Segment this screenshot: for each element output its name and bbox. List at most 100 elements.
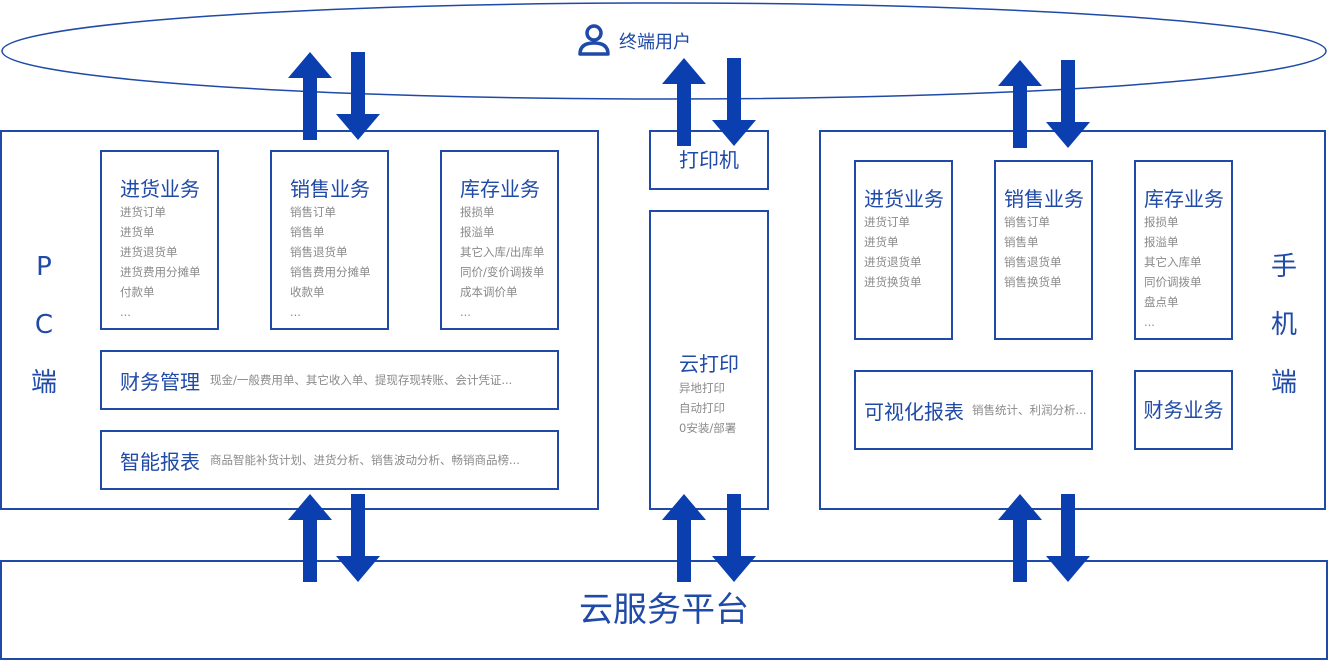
pc-side-char: P bbox=[36, 252, 52, 282]
printer-user-arrow-up bbox=[662, 58, 706, 146]
mobile-module-inventory-title: 库存业务 bbox=[1144, 187, 1224, 211]
list-item: 进货订单 bbox=[864, 215, 910, 229]
mobile-side-char: 机 bbox=[1270, 310, 1297, 340]
user-node: 终端用户 bbox=[577, 22, 691, 60]
pc-platform-arrow-down bbox=[336, 494, 380, 582]
pc-finance-box bbox=[100, 350, 559, 410]
list-item: 成本调价单 bbox=[460, 285, 518, 299]
list-item: 销售单 bbox=[290, 225, 325, 239]
pc-module-purchase-title: 进货业务 bbox=[120, 177, 200, 201]
list-item: 销售换货单 bbox=[1004, 275, 1062, 289]
list-item: 其它入库单 bbox=[1144, 255, 1202, 269]
cloud-print-title: 云打印 bbox=[679, 352, 739, 376]
list-item: 销售订单 bbox=[1004, 215, 1050, 229]
list-item: 销售订单 bbox=[290, 205, 336, 219]
mobile-module-inventory-items: 报损单 报溢单 其它入库单 同价调拨单 盘点单 ... bbox=[1144, 212, 1202, 332]
pc-module-inventory-title: 库存业务 bbox=[460, 177, 540, 201]
pc-module-purchase bbox=[100, 150, 219, 330]
mobile-module-sales bbox=[994, 160, 1093, 340]
pc-finance-desc: 现金/一般费用单、其它收入单、提现存现转账、会计凭证... bbox=[210, 373, 513, 387]
pc-finance-title: 财务管理 bbox=[120, 369, 200, 394]
pc-platform-arrow-up bbox=[288, 494, 332, 582]
mobile-side-char: 手 bbox=[1270, 252, 1297, 282]
pc-module-sales-items: 销售订单 销售单 销售退货单 销售费用分摊单 收款单 ... bbox=[290, 202, 371, 322]
mobile-finance-title: 财务业务 bbox=[1143, 398, 1224, 422]
mobile-visual-title: 可视化报表 bbox=[864, 399, 964, 424]
list-item: 进货退货单 bbox=[864, 255, 922, 269]
pc-side-char: 端 bbox=[30, 368, 57, 398]
mobile-module-sales-title: 销售业务 bbox=[1004, 187, 1084, 211]
mobile-visual-box bbox=[854, 370, 1093, 450]
list-item: 盘点单 bbox=[1144, 295, 1179, 309]
platform-box bbox=[0, 560, 1328, 660]
pc-module-sales bbox=[270, 150, 389, 330]
pc-module-inventory bbox=[440, 150, 559, 330]
mobile-module-inventory bbox=[1134, 160, 1233, 340]
list-item: ... bbox=[460, 305, 471, 319]
list-item: 报溢单 bbox=[1144, 235, 1179, 249]
cloud-print-box bbox=[649, 210, 769, 510]
list-item: 销售单 bbox=[1004, 235, 1039, 249]
platform-label: 云服务平台 bbox=[579, 590, 749, 630]
pc-report-box bbox=[100, 430, 559, 490]
pc-module-inventory-items: 报损单 报溢单 其它入库/出库单 同价/变价调拨单 成本调价单 ... bbox=[460, 202, 544, 322]
pc-user-arrow-down bbox=[336, 52, 380, 140]
list-item: 自动打印 bbox=[679, 401, 725, 415]
pc-module-sales-title: 销售业务 bbox=[290, 177, 370, 201]
user-label: 终端用户 bbox=[619, 32, 691, 53]
pc-module-purchase-items: 进货订单 进货单 进货退货单 进货费用分摊单 付款单 ... bbox=[120, 202, 201, 322]
list-item: 同价/变价调拨单 bbox=[460, 265, 545, 279]
printer-box bbox=[649, 130, 769, 190]
pc-side-label: P C 端 bbox=[24, 238, 64, 412]
list-item: 付款单 bbox=[120, 285, 155, 299]
list-item: ... bbox=[120, 305, 131, 319]
mobile-visual-row: 可视化报表 销售统计、利润分析... bbox=[864, 370, 1086, 450]
printer-user-arrow-down bbox=[712, 58, 756, 146]
list-item: 异地打印 bbox=[679, 381, 725, 395]
pc-report-row: 智能报表 商品智能补货计划、进货分析、销售波动分析、畅销商品榜... bbox=[120, 430, 520, 490]
list-item: 进货订单 bbox=[120, 205, 166, 219]
list-item: 进货单 bbox=[120, 225, 155, 239]
list-item: 销售费用分摊单 bbox=[290, 265, 371, 279]
mobile-module-sales-items: 销售订单 销售单 销售退货单 销售换货单 bbox=[1004, 212, 1062, 292]
pc-user-arrow-up bbox=[288, 52, 332, 140]
user-icon bbox=[577, 22, 611, 60]
pc-report-desc: 商品智能补货计划、进货分析、销售波动分析、畅销商品榜... bbox=[210, 453, 520, 467]
list-item: 报损单 bbox=[1144, 215, 1179, 229]
pc-finance-row: 财务管理 现金/一般费用单、其它收入单、提现存现转账、会计凭证... bbox=[120, 350, 512, 410]
list-item: 进货单 bbox=[864, 235, 899, 249]
list-item: 收款单 bbox=[290, 285, 325, 299]
mobile-module-purchase-items: 进货订单 进货单 进货退货单 进货换货单 bbox=[864, 212, 922, 292]
mobile-user-arrow-down bbox=[1046, 60, 1090, 148]
list-item: 其它入库/出库单 bbox=[460, 245, 545, 259]
list-item: 进货换货单 bbox=[864, 275, 922, 289]
list-item: 0安装/部署 bbox=[679, 421, 737, 435]
cloud-print-items: 异地打印 自动打印 0安装/部署 bbox=[679, 378, 736, 438]
mobile-module-purchase-title: 进货业务 bbox=[864, 187, 944, 211]
mobile-platform-arrow-down bbox=[1046, 494, 1090, 582]
list-item: 进货退货单 bbox=[120, 245, 178, 259]
mobile-module-purchase bbox=[854, 160, 953, 340]
list-item: 同价调拨单 bbox=[1144, 275, 1202, 289]
mobile-visual-desc: 销售统计、利润分析... bbox=[972, 403, 1087, 417]
list-item: 销售退货单 bbox=[290, 245, 348, 259]
list-item: 报损单 bbox=[460, 205, 495, 219]
list-item: 进货费用分摊单 bbox=[120, 265, 201, 279]
mobile-user-arrow-up bbox=[998, 60, 1042, 148]
list-item: 报溢单 bbox=[460, 225, 495, 239]
list-item: 销售退货单 bbox=[1004, 255, 1062, 269]
cloudprint-platform-arrow-up bbox=[662, 494, 706, 582]
list-item: ... bbox=[1144, 315, 1155, 329]
pc-side-char: C bbox=[34, 310, 54, 340]
mobile-platform-arrow-up bbox=[998, 494, 1042, 582]
mobile-finance-box bbox=[1134, 370, 1233, 450]
pc-report-title: 智能报表 bbox=[120, 449, 200, 474]
mobile-side-char: 端 bbox=[1270, 368, 1297, 398]
user-ellipse bbox=[1, 2, 1327, 100]
list-item: ... bbox=[290, 305, 301, 319]
printer-label: 打印机 bbox=[679, 148, 739, 172]
cloudprint-platform-arrow-down bbox=[712, 494, 756, 582]
mobile-side-label: 手 机 端 bbox=[1264, 238, 1304, 412]
